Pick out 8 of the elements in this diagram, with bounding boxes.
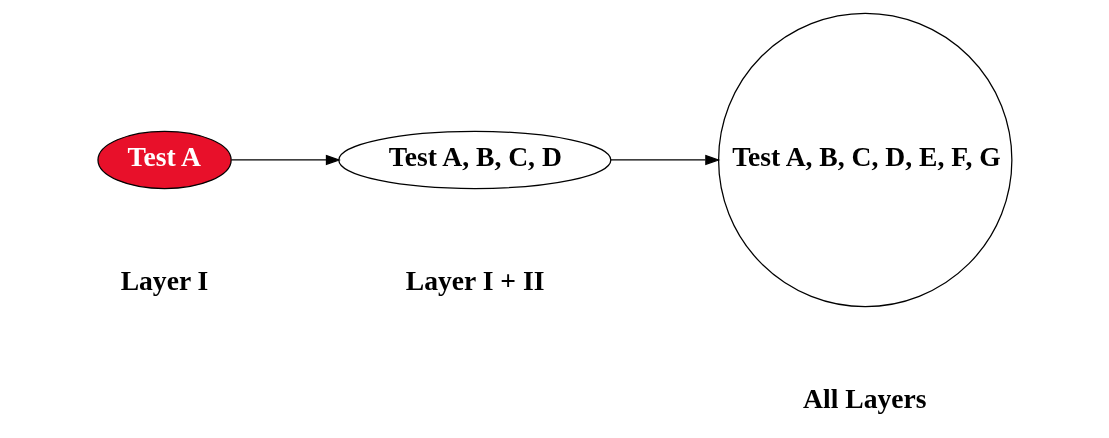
- node-label: Layer I + II: [405, 264, 544, 296]
- arrow: [609, 154, 720, 166]
- arrow: [230, 154, 341, 166]
- node-label: Layer I: [120, 264, 208, 296]
- node-ellipse: Test A: [96, 130, 232, 190]
- node-label: All Layers: [802, 382, 927, 414]
- node-circle: Test A, B, C, D, E, F, G: [717, 12, 1012, 308]
- node-ellipse: Test A, B, C, D: [337, 130, 611, 190]
